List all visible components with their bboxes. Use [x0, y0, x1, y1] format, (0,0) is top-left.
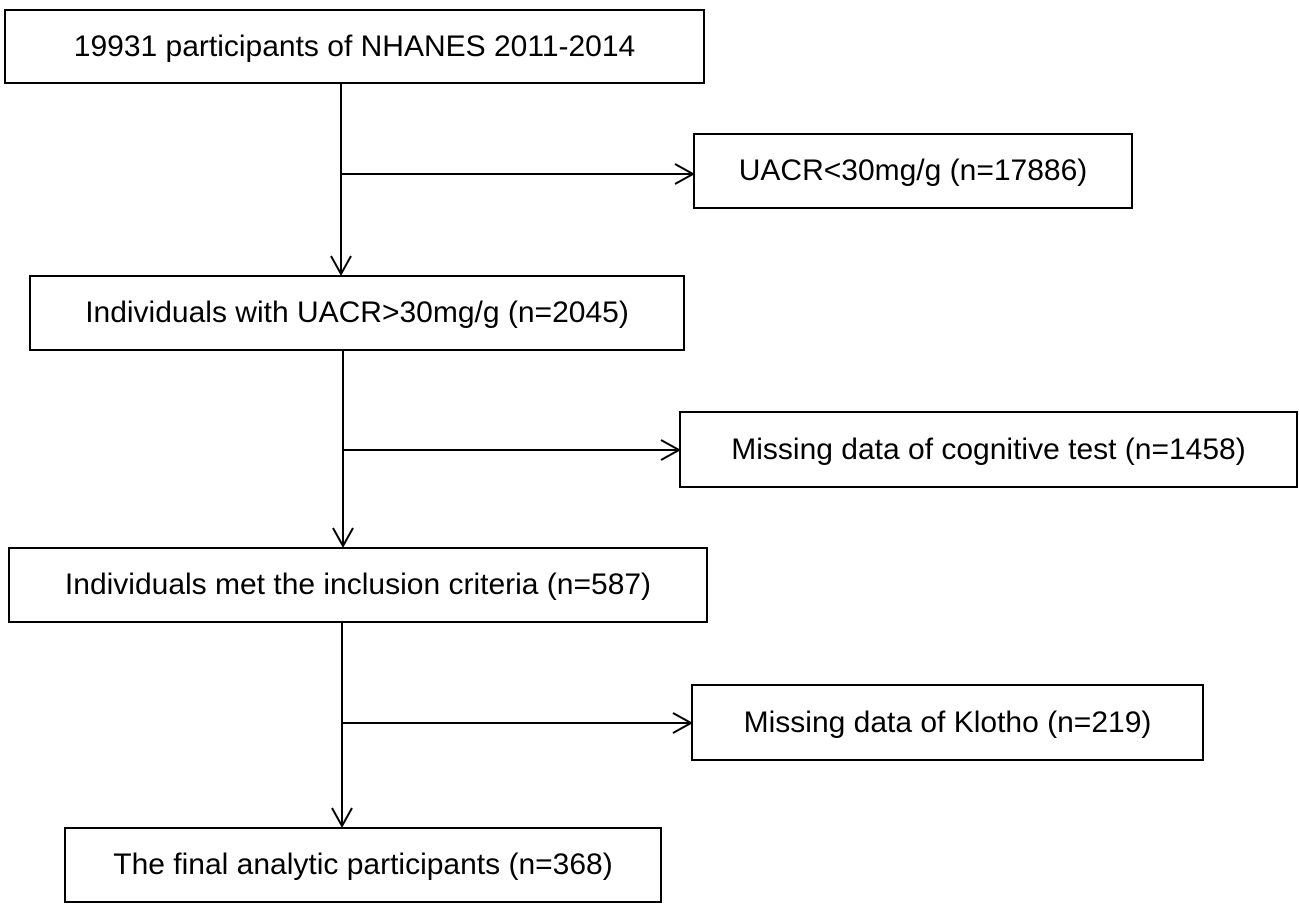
arrowhead-down-step4 [331, 807, 353, 829]
step-box-uacr-above-30: Individuals with UACR>30mg/g (n=2045) [29, 275, 685, 351]
step-label: Individuals with UACR>30mg/g (n=2045) [85, 296, 629, 329]
exclusion-box-missing-cognitive-test: Missing data of cognitive test (n=1458) [679, 411, 1298, 488]
arrowhead-down-step3 [332, 527, 354, 549]
step-box-initial-participants: 19931 participants of NHANES 2011-2014 [4, 9, 705, 84]
exclusion-label: Missing data of cognitive test (n=1458) [731, 432, 1246, 466]
step-label: The final analytic participants (n=368) [113, 848, 613, 881]
arrowhead-down-step2 [330, 255, 352, 277]
step-label: 19931 participants of NHANES 2011-2014 [73, 29, 636, 63]
step-label: Individuals met the inclusion criteria (… [64, 568, 652, 601]
exclusion-box-uacr-below-30: UACR<30mg/g (n=17886) [693, 133, 1133, 209]
exclusion-box-missing-klotho: Missing data of Klotho (n=219) [691, 684, 1204, 761]
exclusion-label: Missing data of Klotho (n=219) [743, 705, 1152, 739]
step-box-final-participants: The final analytic participants (n=368) [64, 827, 662, 903]
step-box-inclusion-criteria: Individuals met the inclusion criteria (… [8, 547, 708, 623]
exclusion-label: UACR<30mg/g (n=17886) [738, 154, 1088, 187]
